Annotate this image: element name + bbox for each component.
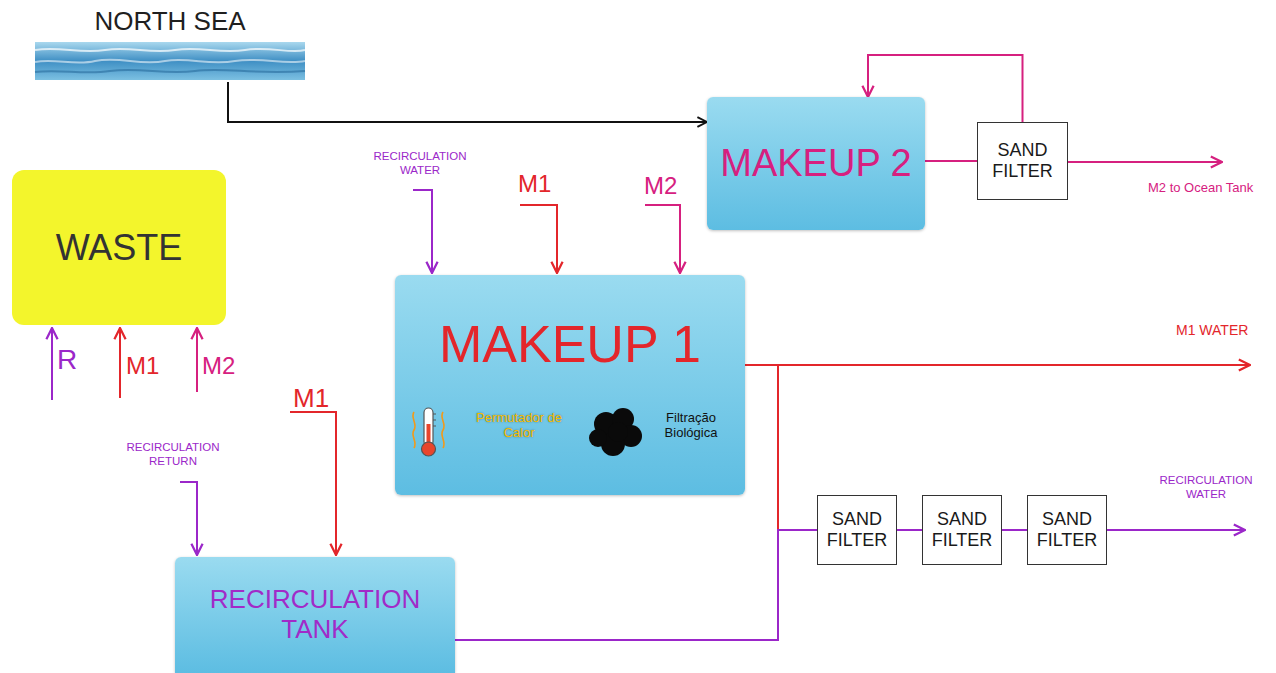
label-slot: M2 bbox=[644, 172, 677, 201]
flow-connector bbox=[925, 160, 977, 162]
heat-wave bbox=[413, 412, 415, 448]
blob-part bbox=[594, 412, 618, 436]
filter-label: SAND FILTER bbox=[927, 509, 997, 550]
sea-wave bbox=[35, 49, 305, 51]
blob-part bbox=[612, 408, 634, 430]
feed-arrow bbox=[413, 190, 432, 273]
thermometer-tick bbox=[433, 420, 436, 421]
label-slot: RECIRCULATION WATER bbox=[1156, 474, 1256, 502]
flow-label: RECIRCULATION WATER bbox=[368, 150, 472, 178]
output-arrow bbox=[778, 364, 1250, 366]
text-slot: MAKEUP 2 bbox=[720, 142, 911, 186]
heat-wave bbox=[442, 412, 444, 448]
sea-illustration bbox=[35, 42, 305, 80]
source-title: NORTH SEA bbox=[94, 7, 245, 37]
feed-arrow bbox=[290, 412, 336, 555]
blob-part bbox=[620, 425, 642, 447]
sea-wave bbox=[35, 60, 305, 63]
waste-input-arrow bbox=[51, 328, 53, 400]
text-slot: SAND FILTER bbox=[822, 509, 892, 550]
text-slot: Filtração Biológica bbox=[647, 411, 735, 441]
tank-title: MAKEUP 2 bbox=[720, 142, 911, 186]
filter-box: SAND FILTER bbox=[977, 122, 1068, 200]
flow-connector bbox=[1002, 529, 1027, 531]
filter-label: SAND FILTER bbox=[982, 140, 1063, 181]
text-slot: SAND FILTER bbox=[927, 509, 997, 550]
text-slot: WASTE bbox=[56, 227, 183, 268]
flow-connector bbox=[745, 365, 817, 530]
text-slot: NORTH SEA bbox=[94, 7, 245, 37]
label-slot: M1 bbox=[126, 352, 159, 381]
text-slot: MAKEUP 1 bbox=[439, 315, 701, 375]
filter-box: SAND FILTER bbox=[817, 495, 897, 565]
flow-label: M2 to Ocean Tank bbox=[1148, 180, 1253, 196]
feed-arrow bbox=[645, 205, 680, 273]
sea-band bbox=[35, 42, 305, 80]
stream-label: M2 bbox=[644, 172, 677, 201]
text-slot: RECIRCULATION TANK bbox=[200, 585, 430, 645]
filter-box: SAND FILTER bbox=[922, 495, 1002, 565]
connector-layer bbox=[228, 55, 1027, 640]
filter-box: SAND FILTER bbox=[1027, 495, 1107, 565]
thermometer-mercury bbox=[427, 424, 431, 446]
text-slot: SAND FILTER bbox=[1032, 509, 1102, 550]
output-arrow bbox=[1107, 529, 1245, 531]
output-arrow bbox=[1068, 161, 1222, 163]
tank-box: RECIRCULATION TANK bbox=[175, 557, 455, 673]
stream-label: M1 bbox=[518, 170, 551, 199]
flow-label: RECIRCULATION RETURN bbox=[114, 441, 232, 469]
stream-label: M1 bbox=[126, 352, 159, 381]
feed-arrow bbox=[520, 205, 557, 273]
tank-title: MAKEUP 1 bbox=[439, 315, 701, 375]
waste-input-arrow bbox=[196, 328, 198, 392]
sea-node: NORTH SEA bbox=[35, 5, 305, 82]
tank-box: MAKEUP 2 bbox=[707, 97, 925, 230]
feed-arrow bbox=[180, 482, 197, 555]
stream-label: M1 bbox=[293, 383, 329, 414]
label-slot: M1 bbox=[293, 383, 329, 414]
waste-box: WASTE bbox=[12, 170, 226, 325]
flow-connector bbox=[228, 82, 707, 122]
waste-input-arrow bbox=[119, 328, 121, 398]
biofilter-icon bbox=[589, 408, 642, 456]
thermometer-bulb bbox=[422, 442, 436, 456]
filter-label: SAND FILTER bbox=[822, 509, 892, 550]
flow-connector bbox=[897, 529, 922, 531]
stream-label: R bbox=[57, 343, 77, 377]
equipment-label: Permutador de Calor bbox=[473, 411, 565, 441]
flow-label: RECIRCULATION WATER bbox=[1156, 474, 1256, 502]
blob-part bbox=[589, 429, 607, 447]
label-slot: RECIRCULATION WATER bbox=[368, 150, 472, 178]
filter-label: SAND FILTER bbox=[1032, 509, 1102, 550]
thermometer-icon bbox=[413, 408, 444, 456]
label-slot: M1 bbox=[518, 170, 551, 199]
tank-title: RECIRCULATION TANK bbox=[200, 585, 430, 645]
sea-wave bbox=[35, 70, 305, 73]
label-slot: R bbox=[57, 343, 77, 377]
blob-part bbox=[601, 432, 625, 456]
thermometer-tick bbox=[433, 414, 436, 415]
label-slot: M2 bbox=[202, 352, 235, 381]
thermometer-tube bbox=[424, 408, 433, 446]
blob-part bbox=[608, 422, 628, 442]
label-slot: RECIRCULATION RETURN bbox=[114, 441, 232, 469]
text-slot: Permutador de Calor bbox=[473, 411, 565, 441]
label-slot: M2 to Ocean Tank bbox=[1148, 180, 1253, 196]
thermometer-tick bbox=[433, 426, 436, 427]
waste-title: WASTE bbox=[56, 227, 183, 268]
text-slot: SAND FILTER bbox=[982, 140, 1063, 181]
label-slot: M1 WATER bbox=[1176, 322, 1248, 339]
flow-label: M1 WATER bbox=[1176, 322, 1248, 339]
equipment-label: Filtração Biológica bbox=[647, 411, 735, 441]
tank-box: MAKEUP 1 Permutador de Calor Filtração Bio… bbox=[395, 275, 745, 495]
flow-connector bbox=[455, 530, 817, 640]
stream-label: M2 bbox=[202, 352, 235, 381]
